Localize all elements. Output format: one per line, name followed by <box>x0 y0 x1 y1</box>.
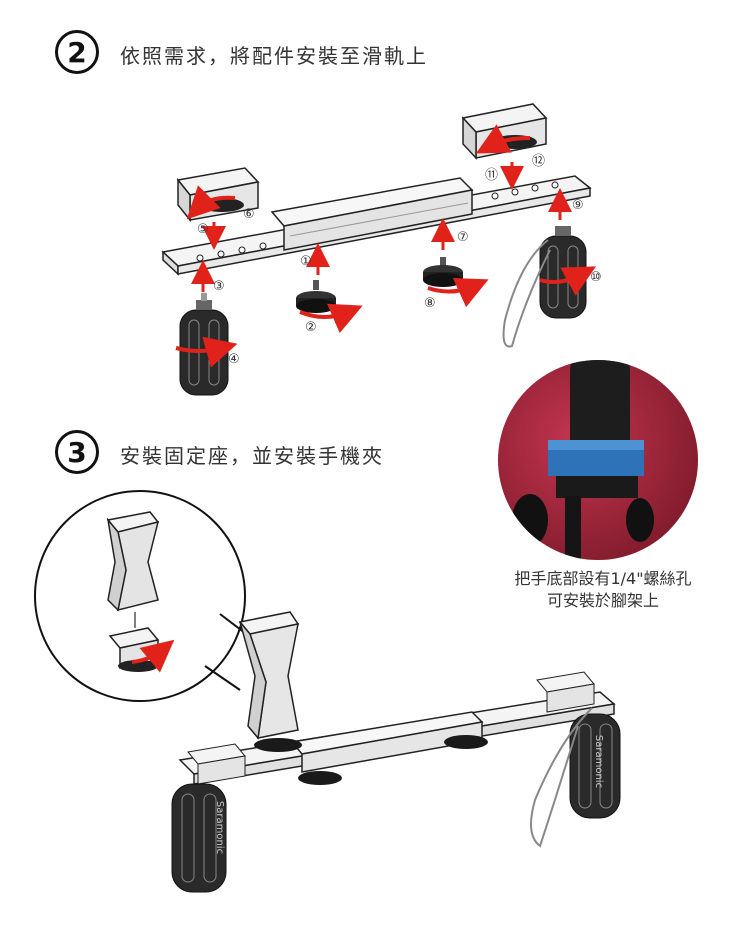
step-2-title: 依照需求，將配件安裝至滑軌上 <box>120 40 428 69</box>
marker-5: ⑤ <box>197 222 209 237</box>
mount-knob-2 <box>423 257 463 287</box>
marker-4: ④ <box>228 352 240 367</box>
step-2-number: 2 <box>55 30 99 74</box>
marker-12: ⑫ <box>532 150 545 169</box>
marker-3: ③ <box>213 279 225 294</box>
tripod-caption-line-2: 可安裝於腳架上 <box>488 590 718 612</box>
marker-1: ① <box>300 254 312 269</box>
tripod-caption-line-1: 把手底部設有1/4"螺絲孔 <box>488 568 718 590</box>
mount-knob-1 <box>296 280 336 313</box>
step-3-title: 安裝固定座，並安裝手機夾 <box>120 440 384 469</box>
marker-10: ⑩ <box>590 270 602 285</box>
tripod-photo <box>498 355 698 576</box>
assembled-rig <box>172 612 620 892</box>
marker-8: ⑧ <box>424 296 436 311</box>
marker-6: ⑥ <box>243 207 255 222</box>
zoom-detail <box>35 491 262 701</box>
marker-2: ② <box>305 320 317 335</box>
marker-11: ⑪ <box>485 164 498 183</box>
brand-text-left-grip: Saramonic <box>214 801 225 854</box>
step-3-number: 3 <box>55 430 99 474</box>
brand-text-right-grip: Saramonic <box>593 735 604 788</box>
handle-grip-left <box>180 293 228 395</box>
marker-7: ⑦ <box>457 230 469 245</box>
tripod-caption: 把手底部設有1/4"螺絲孔 可安裝於腳架上 <box>488 568 718 612</box>
marker-9: ⑨ <box>572 198 584 213</box>
